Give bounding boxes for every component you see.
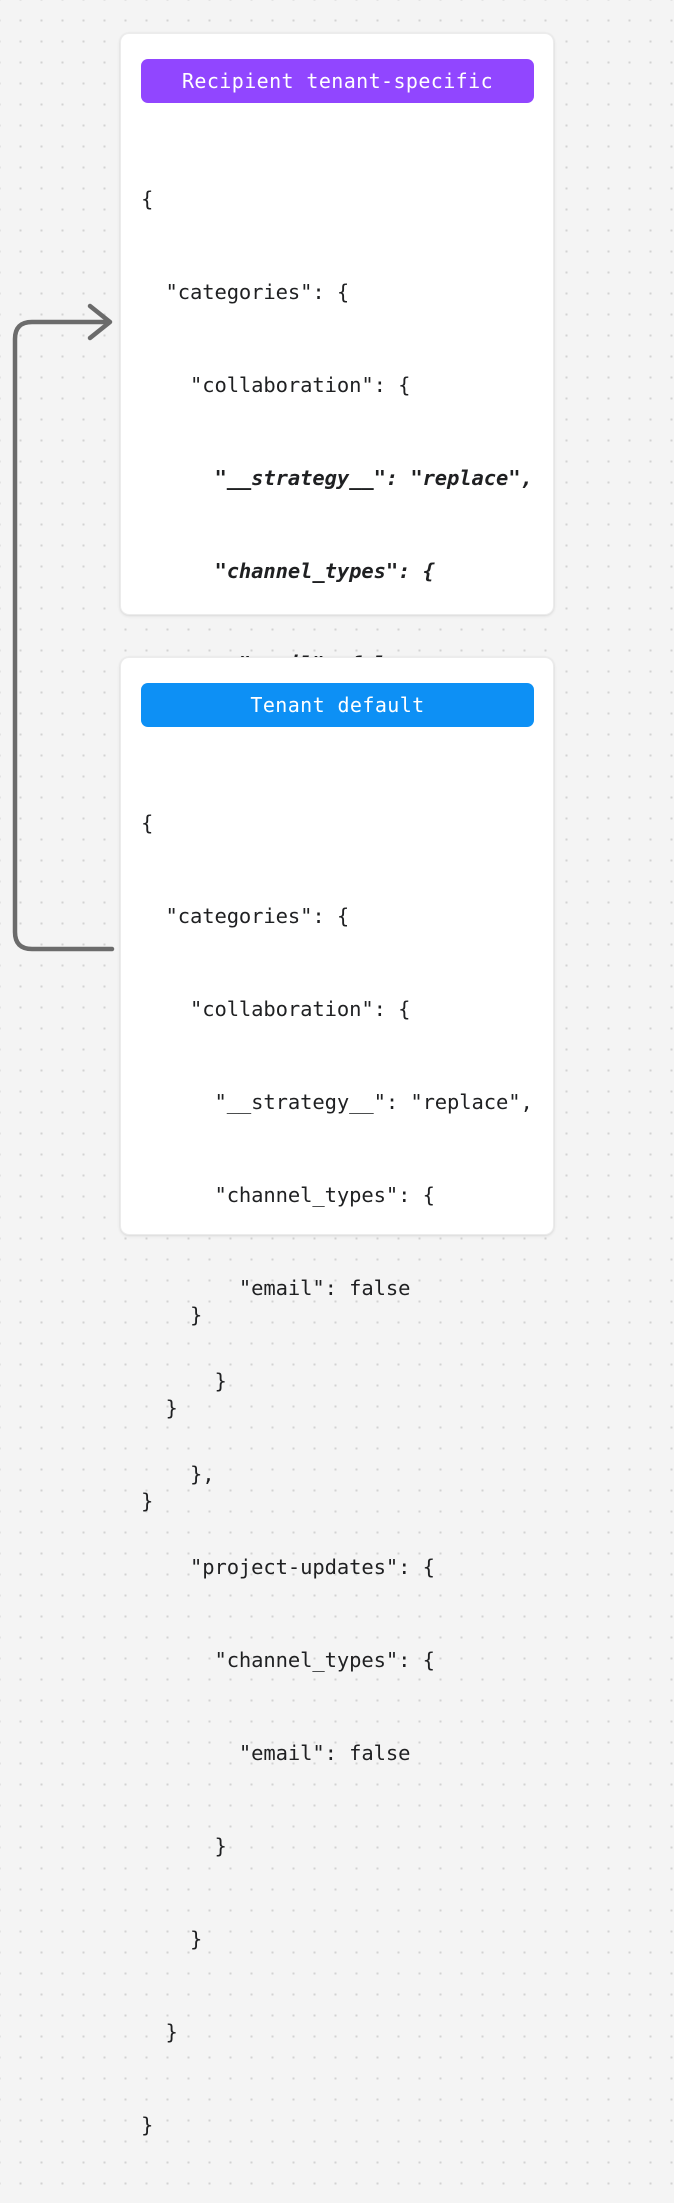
code-line: } [141,2113,154,2137]
card-header-recipient-tenant-specific: Recipient tenant-specific [141,59,534,103]
code-line: { [141,187,154,211]
code-line: } [141,1927,203,1951]
code-line-highlighted: "channel_types": { [141,559,435,583]
code-line: "collaboration": { [141,373,411,397]
card-tenant-default: Tenant default { "categories": { "collab… [120,657,554,2137]
code-block-tenant-default: { "categories": { "collaboration": { "__… [121,746,553,2203]
card-header-tenant-default: Tenant default [141,683,534,727]
arrowhead-right-icon [87,303,113,341]
code-line: }, [141,1462,215,1486]
code-line: "email": false [141,1741,411,1765]
code-line: } [141,1369,227,1393]
code-line: "__strategy__": "replace", [141,1090,533,1114]
code-line: } [141,1834,227,1858]
card-recipient-tenant-specific: Recipient tenant-specific { "categories"… [120,33,554,1513]
code-line: "collaboration": { [141,997,411,1021]
arrow-path [12,319,115,952]
code-line-highlighted: "__strategy__": "replace", [141,466,533,490]
code-line: } [141,2020,178,2044]
code-line: "channel_types": { [141,1183,435,1207]
code-line: "categories": { [141,280,350,304]
code-line: "channel_types": { [141,1648,435,1672]
code-line: "email": false [141,1276,411,1300]
code-line: "project-updates": { [141,1555,435,1579]
code-line: "categories": { [141,904,350,928]
code-line: { [141,811,154,835]
